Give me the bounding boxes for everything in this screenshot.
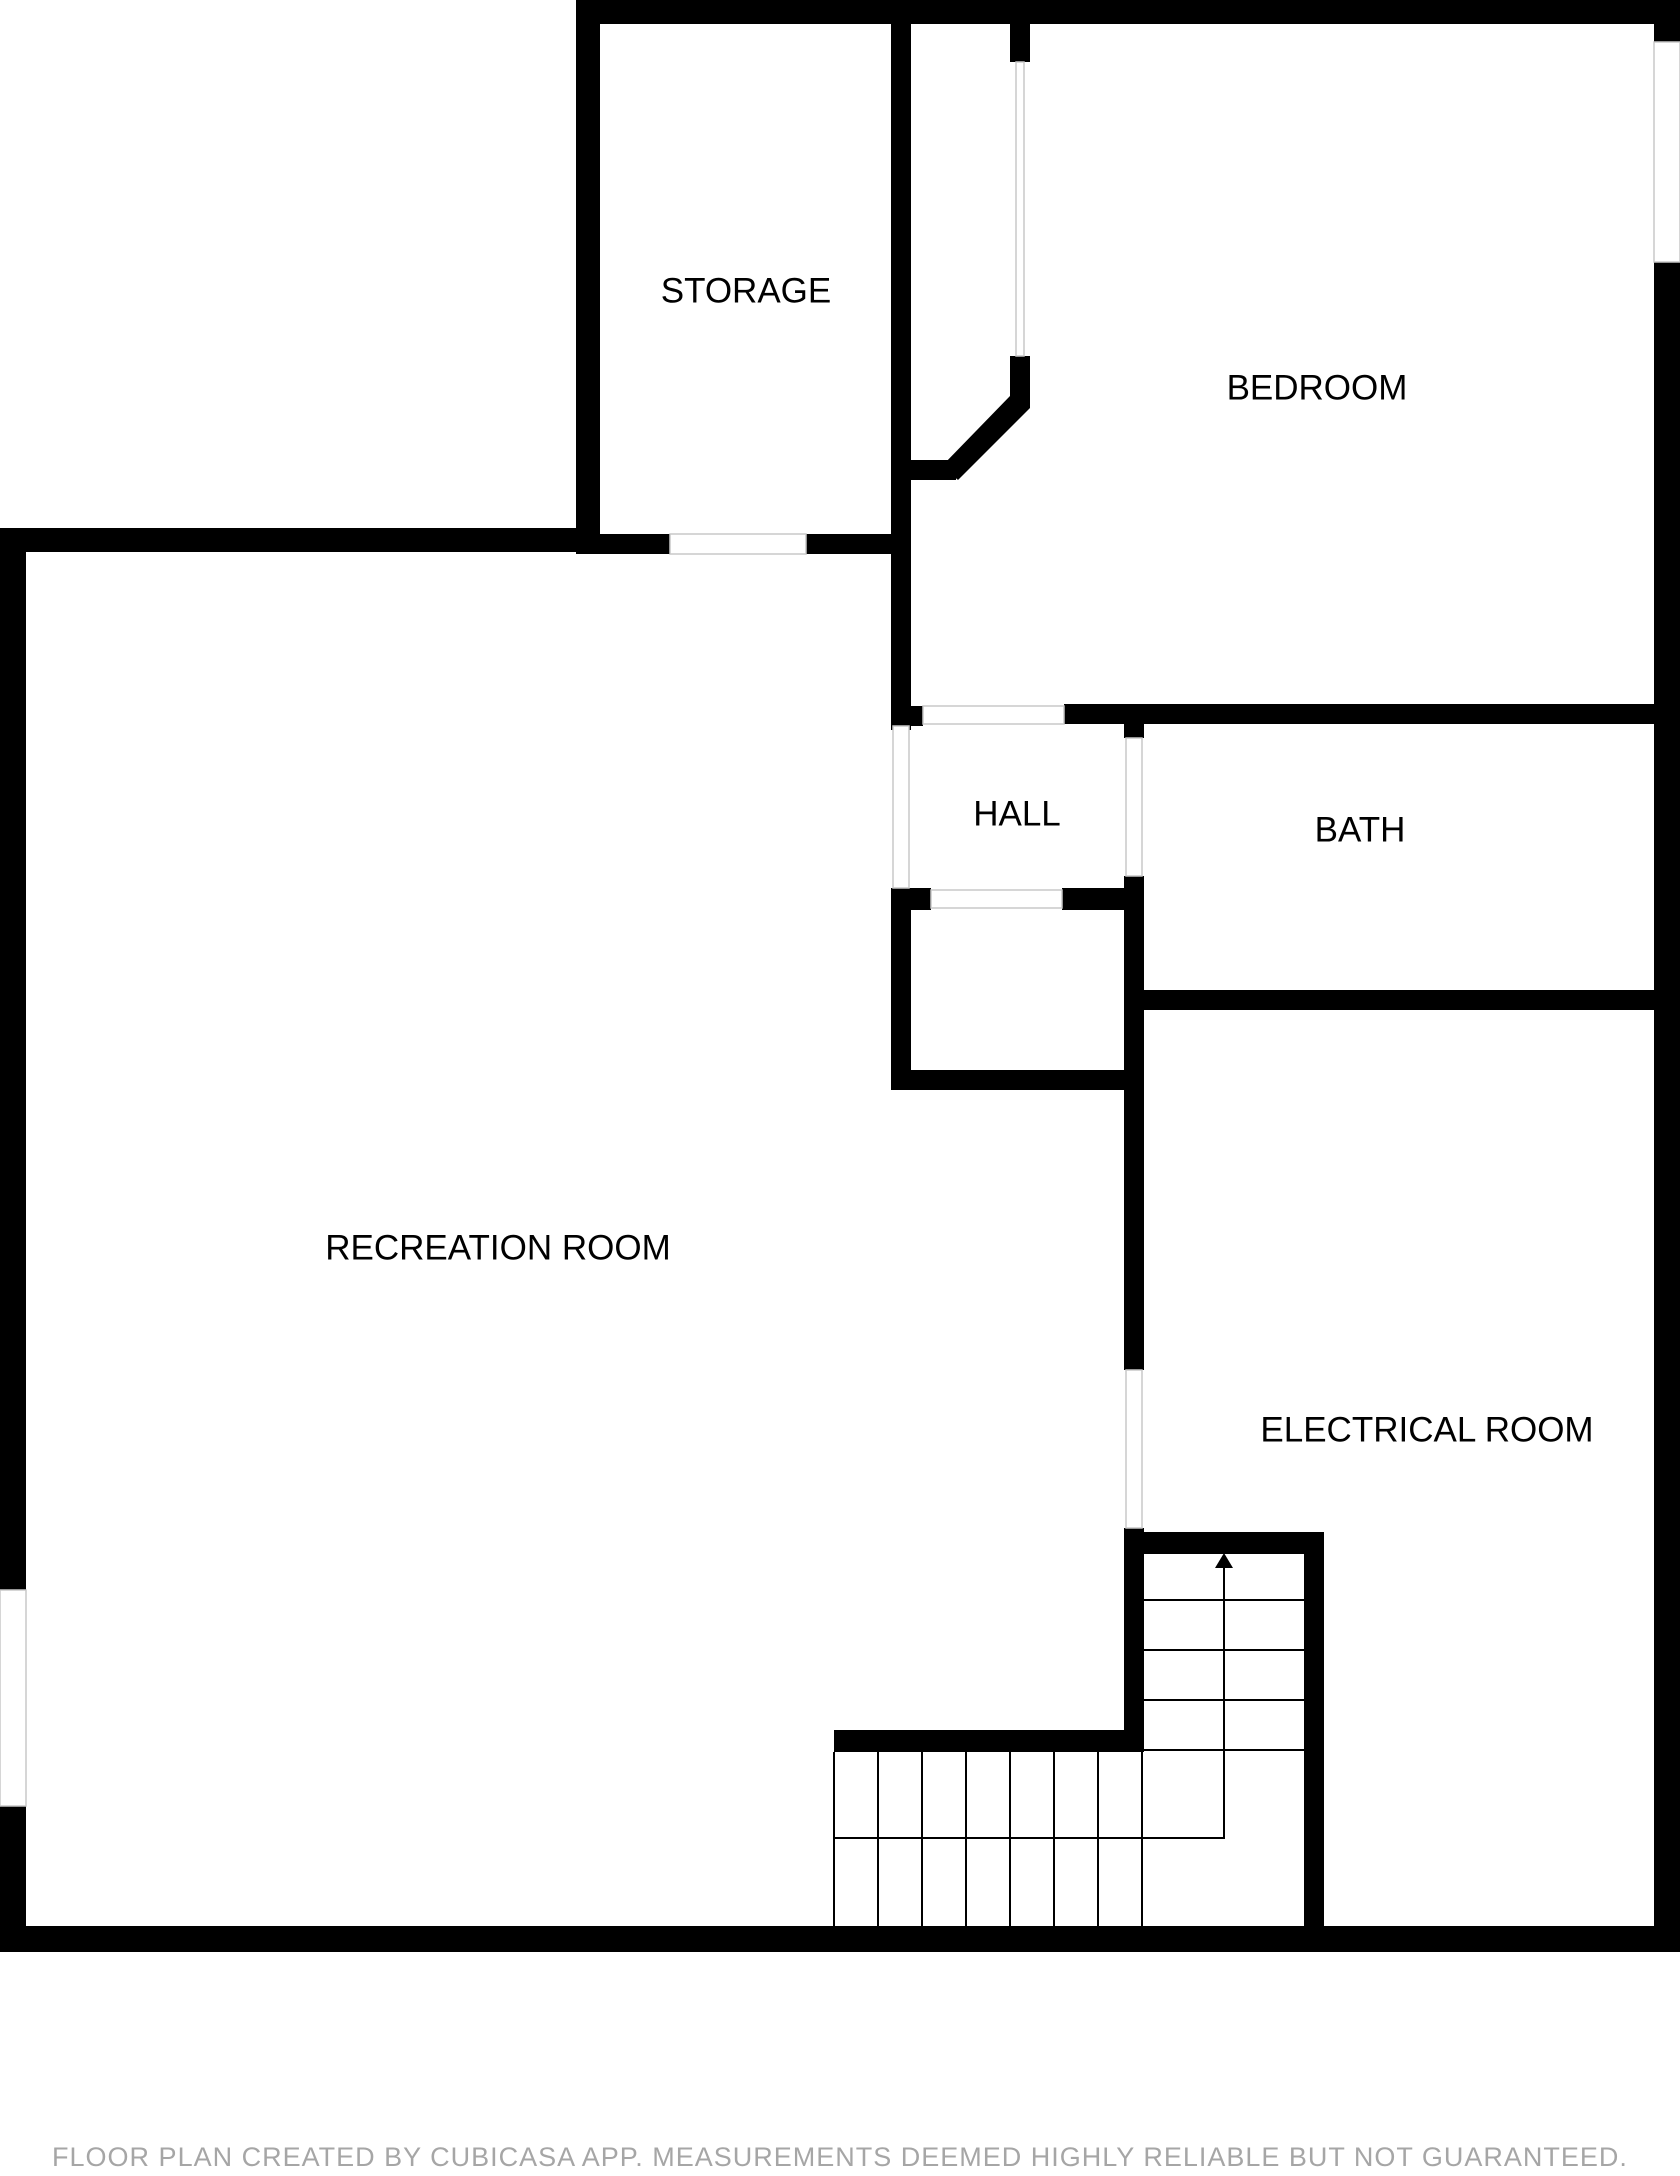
- room-labels: STORAGE BEDROOM HALL BATH RECREATION ROO…: [325, 271, 1593, 1449]
- door-electrical: [1125, 1369, 1143, 1529]
- room-label-recreation-room: RECREATION ROOM: [325, 1228, 670, 1267]
- wall-hall-right-bottom: [1124, 876, 1144, 996]
- wall-bottom: [0, 1926, 1680, 1952]
- room-label-hall: HALL: [973, 794, 1061, 833]
- wall-small-closet-left: [891, 888, 911, 1088]
- wall-hall-top-left: [891, 706, 923, 726]
- door-small-closet: [930, 889, 1063, 909]
- wall-recreation-top: [0, 528, 600, 552]
- room-label-storage: STORAGE: [661, 271, 832, 310]
- room-label-electrical-room: ELECTRICAL ROOM: [1260, 1410, 1593, 1449]
- wall-top: [576, 0, 1680, 24]
- wall-bath-bottom: [1134, 990, 1680, 1010]
- window-recreation: [0, 1589, 27, 1807]
- wall-electrical-left-top: [1124, 990, 1144, 1370]
- wall-bedroom-bottom: [1064, 704, 1680, 724]
- room-label-bath: BATH: [1315, 810, 1406, 849]
- stairs: [833, 1553, 1304, 1926]
- wall-storage-right: [891, 0, 911, 730]
- wall-right: [1654, 0, 1680, 1952]
- walls: [0, 0, 1680, 1952]
- wall-closet-diagonal: [942, 396, 1030, 480]
- wall-stair-landing: [834, 1730, 1144, 1752]
- stair-direction-line: [1142, 1568, 1225, 1839]
- door-bath: [1125, 737, 1143, 877]
- wall-closet-right-top: [1010, 0, 1030, 62]
- wall-stair-right: [1304, 1532, 1324, 1952]
- room-label-bedroom: BEDROOM: [1227, 368, 1408, 407]
- openings: [0, 41, 1680, 1807]
- window-bedroom: [1653, 41, 1680, 263]
- wall-small-closet-bottom: [891, 1070, 1144, 1090]
- wall-hall-right-top: [1124, 704, 1144, 738]
- door-hall-left: [892, 725, 910, 889]
- wall-closet-bottom: [900, 460, 956, 480]
- wall-closet-right-bottom: [1010, 356, 1030, 408]
- stair-arrow-icon: [1215, 1553, 1233, 1568]
- wall-storage-left: [576, 0, 600, 552]
- door-hall-top: [922, 705, 1065, 725]
- door-closet: [1015, 61, 1025, 357]
- wall-electrical-left-bottom: [1124, 1528, 1144, 1752]
- footer-disclaimer: FLOOR PLAN CREATED BY CUBICASA APP. MEAS…: [52, 2142, 1628, 2172]
- wall-stair-top: [1124, 1532, 1324, 1554]
- wall-hall-bottom-right: [1062, 888, 1144, 910]
- door-storage: [669, 533, 807, 555]
- stair-lower-run: [833, 1752, 1143, 1926]
